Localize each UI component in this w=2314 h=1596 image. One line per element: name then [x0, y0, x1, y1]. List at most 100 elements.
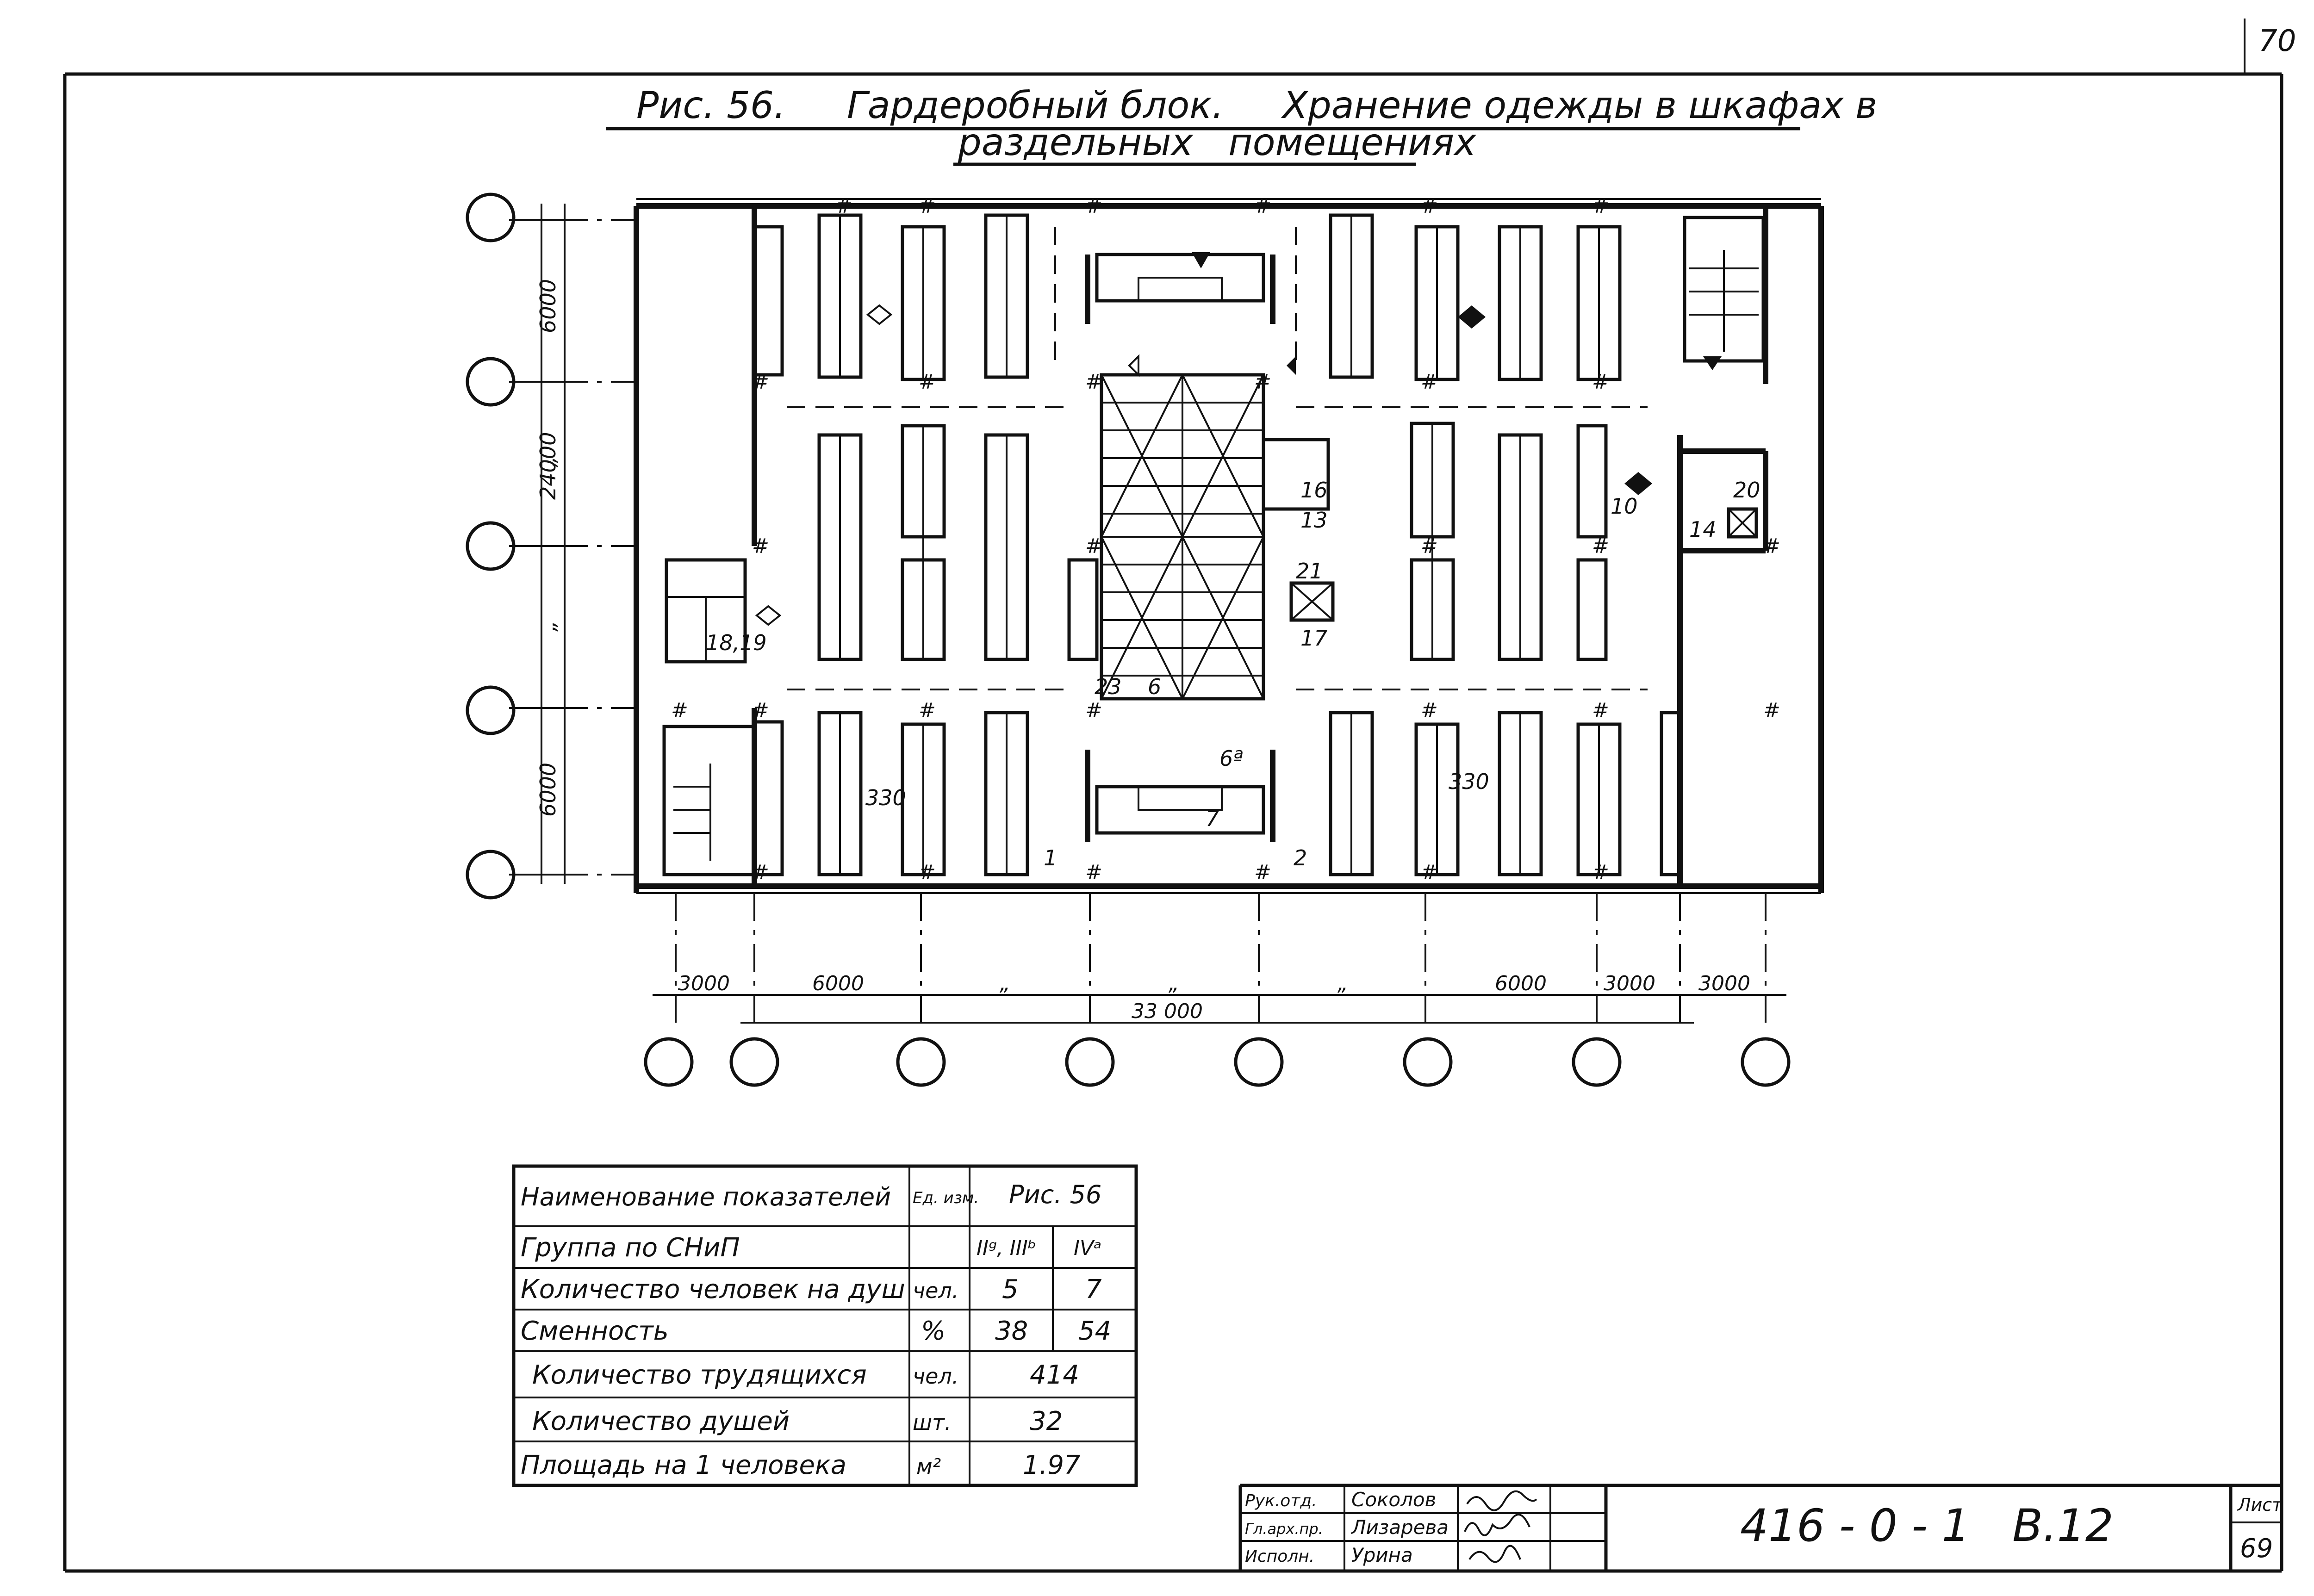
svg-text:#: #: [1085, 699, 1102, 722]
row-1-v1: 5: [1002, 1274, 1019, 1304]
room-labels: 16 13 21 17 10 20 14 18,19 23 6 6ª 7 1 2…: [706, 478, 1760, 870]
dim-h-5: 6000: [1495, 972, 1547, 995]
svg-text:#: #: [1592, 370, 1609, 394]
stair-right: [1683, 216, 1765, 363]
dim-h-7: 3000: [1698, 972, 1750, 995]
row-1-v2: 7: [1085, 1274, 1102, 1304]
wardrobe-cabinets: [753, 213, 1682, 876]
svg-text:#: #: [752, 699, 769, 722]
title-line-2: раздельных помещениях: [958, 121, 1477, 164]
svg-text:#: #: [919, 861, 936, 884]
dim-v-mid1: „: [535, 456, 560, 467]
svg-text:#: #: [1085, 534, 1102, 558]
figure-label: Рис. 56.: [636, 84, 785, 127]
row-5-v: 1.97: [1023, 1450, 1081, 1480]
room-14: 14: [1689, 517, 1717, 542]
svg-text:#: #: [1763, 699, 1780, 722]
svg-text:#: #: [1085, 861, 1102, 884]
svg-text:#: #: [1085, 194, 1102, 218]
room-23: 23: [1095, 674, 1122, 699]
dim-h-2: „: [1000, 972, 1010, 995]
row-3-unit: чел.: [913, 1364, 959, 1389]
table-header-name: Наименование показателей: [521, 1182, 891, 1211]
row-3-name: Количество трудящихся: [532, 1360, 867, 1390]
figure-title: Рис. 56. Гардеробный блок. Хранение одеж…: [606, 84, 1877, 166]
svg-text:#: #: [1254, 370, 1271, 394]
svg-text:#: #: [1592, 534, 1609, 558]
room-13: 13: [1300, 508, 1328, 533]
sheet-label: Лист: [2237, 1495, 2283, 1515]
row-0-v2: IVᵃ: [1074, 1236, 1101, 1260]
title-line-1: Гардеробный блок. Хранение одежды в шкаф…: [847, 84, 1877, 127]
row-0-v1: IIᵍ, IIIᵇ: [977, 1236, 1037, 1260]
stair-left: [662, 725, 756, 876]
dim-h-0: 3000: [678, 972, 730, 995]
svg-text:#: #: [919, 370, 936, 394]
svg-text:#: #: [1421, 699, 1438, 722]
row-1-unit: чел.: [913, 1278, 959, 1303]
svg-text:#: #: [1421, 194, 1438, 218]
stamp-name-2: Урина: [1351, 1544, 1413, 1566]
dim-v-mid2: „: [535, 621, 560, 632]
page-number: 70: [2258, 24, 2296, 58]
area-330-left: 330: [865, 785, 906, 810]
dim-h-3: „: [1169, 972, 1179, 995]
row-3-v: 414: [1030, 1360, 1079, 1390]
column-markers: ### ### ### ### ### ## ### ### # ### ###: [671, 194, 1780, 884]
svg-text:#: #: [752, 861, 769, 884]
document-code: 416 - 0 - 1 В.12: [1740, 1500, 2114, 1552]
table-header-unit: Ед. изм.: [913, 1189, 979, 1207]
stamp-name-1: Лизарева: [1350, 1516, 1449, 1539]
room-6: 6: [1148, 674, 1161, 699]
left-grid-axes: 6000 24000 „ „ 6000: [466, 193, 569, 900]
shower-block: [1100, 373, 1265, 701]
floor-plan: ### ### ### ### ### ## ### ### # ### ###…: [509, 194, 1824, 1032]
room-1: 1: [1044, 845, 1057, 870]
svg-text:#: #: [1254, 194, 1271, 218]
sheet-number: 69: [2240, 1534, 2273, 1564]
row-1-name: Количество человек на душ: [521, 1274, 905, 1304]
room-10: 10: [1611, 494, 1638, 519]
svg-text:#: #: [919, 194, 936, 218]
dim-v-bottom: 6000: [535, 763, 560, 817]
row-0-name: Группа по СНиП: [521, 1233, 740, 1263]
row-4-v: 32: [1030, 1406, 1063, 1436]
dim-h-1: 6000: [812, 972, 864, 995]
dim-v-overall: 24000: [535, 432, 560, 500]
svg-text:#: #: [1254, 861, 1271, 884]
svg-text:#: #: [1592, 699, 1609, 722]
stamp-name-0: Соколов: [1351, 1488, 1436, 1511]
stamp-role-0: Рук.отд.: [1245, 1491, 1317, 1510]
dim-h-overall: 33 000: [1132, 1000, 1203, 1023]
area-330-right: 330: [1449, 769, 1489, 794]
row-2-unit: %: [921, 1316, 946, 1346]
title-block: Рук.отд. Гл.арх.пр. Исполн. Соколов Лиза…: [1238, 1484, 2283, 1571]
sheet-frame: [63, 19, 2283, 1573]
stamp-role-2: Исполн.: [1245, 1547, 1314, 1566]
row-2-v1: 38: [995, 1316, 1028, 1346]
room-20: 20: [1733, 478, 1760, 503]
room-16: 16: [1300, 478, 1328, 503]
svg-text:#: #: [1421, 370, 1438, 394]
table-header-fig: Рис. 56: [1009, 1180, 1101, 1209]
svg-text:#: #: [752, 534, 769, 558]
room-2: 2: [1294, 845, 1307, 870]
room-21: 21: [1296, 559, 1323, 584]
row-5-unit: м²: [916, 1454, 941, 1479]
room-7: 7: [1206, 806, 1219, 831]
dim-h-6: 3000: [1604, 972, 1655, 995]
svg-text:#: #: [1085, 370, 1102, 394]
dim-h-4: „: [1337, 972, 1348, 995]
room-17: 17: [1300, 626, 1328, 651]
row-2-name: Сменность: [521, 1316, 669, 1346]
svg-text:#: #: [835, 194, 852, 218]
svg-text:#: #: [1421, 534, 1438, 558]
svg-text:#: #: [671, 699, 688, 722]
signatures: [1464, 1490, 1537, 1563]
room-18-19: 18,19: [706, 630, 767, 655]
svg-text:#: #: [919, 699, 936, 722]
row-4-unit: шт.: [913, 1410, 952, 1435]
svg-text:#: #: [752, 370, 769, 394]
ventilation-markers: [755, 252, 1722, 626]
